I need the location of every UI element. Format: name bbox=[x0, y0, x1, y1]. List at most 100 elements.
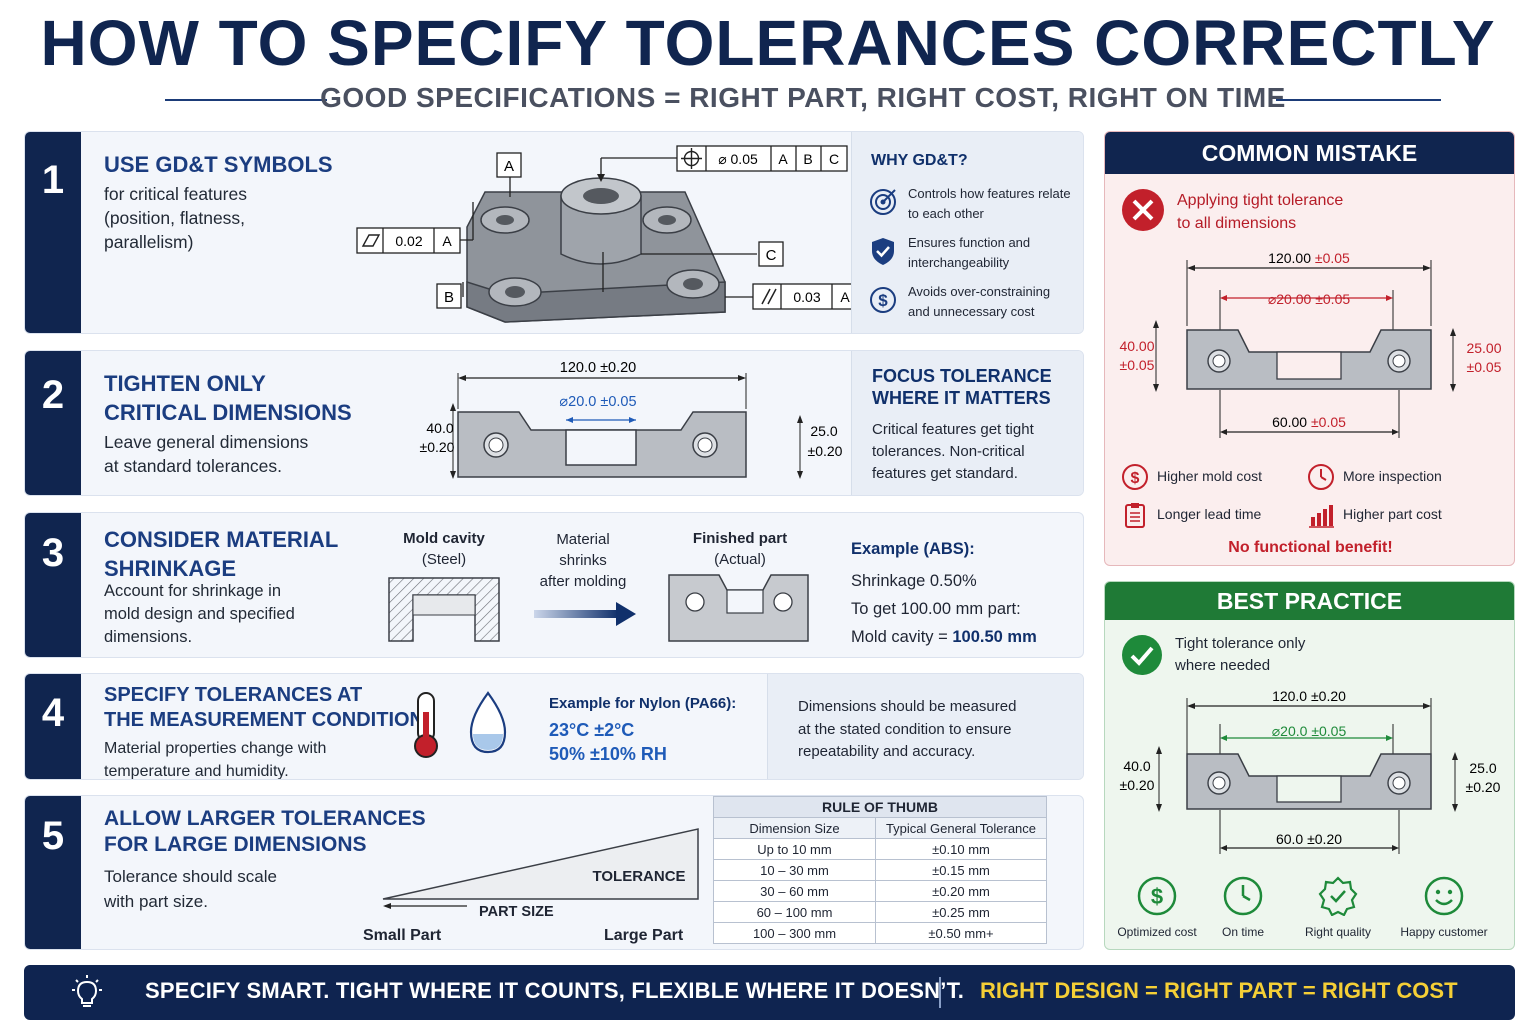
step-number: 1 bbox=[25, 132, 81, 333]
x-circle-icon bbox=[1122, 189, 1164, 231]
mistake-statement-line: to all dimensions bbox=[1177, 215, 1297, 232]
consequence-item: More inspection bbox=[1307, 463, 1442, 496]
shrink-label-line: after molding bbox=[539, 573, 627, 590]
step-text-line: mold design and specified bbox=[104, 605, 295, 623]
bore bbox=[583, 188, 619, 204]
subtitle-rule-left bbox=[165, 99, 327, 101]
step-heading: CONSIDER MATERIAL SHRINKAGE bbox=[104, 525, 338, 583]
table-cell: 10 – 30 mm bbox=[713, 859, 876, 881]
flatness-icon bbox=[361, 234, 381, 247]
width-dim-tol: ±0.05 bbox=[1315, 250, 1350, 266]
example-line: Shrinkage 0.50% bbox=[851, 572, 977, 590]
position-value: ⌀ 0.05 bbox=[718, 151, 758, 167]
benefit-label: Right quality bbox=[1304, 925, 1372, 939]
finished-label: Finished part bbox=[692, 530, 788, 547]
svg-text:60.00 ±0.05: 60.00 ±0.05 bbox=[1272, 414, 1346, 430]
focus-text-line: Critical features get tight bbox=[872, 421, 1034, 438]
why-item: Ensures function and interchangeability bbox=[868, 235, 1030, 271]
dollar-icon: $ bbox=[1137, 876, 1177, 916]
why-item-text: Avoids over-constraining bbox=[908, 284, 1051, 299]
best-statement-line: Tight tolerance only bbox=[1175, 635, 1306, 652]
footer-banner: SPECIFY SMART. TIGHT WHERE IT COUNTS, FL… bbox=[24, 965, 1515, 1020]
why-item-text: interchangeability bbox=[908, 255, 1010, 270]
table-cell: ±0.20 mm bbox=[875, 880, 1047, 902]
right-dim-tol: ±0.20 bbox=[808, 443, 843, 459]
svg-text:$: $ bbox=[1131, 470, 1140, 487]
step-heading-line: THE MEASUREMENT CONDITION bbox=[104, 709, 424, 731]
table-row: 60 – 100 mm±0.25 mm bbox=[713, 901, 1047, 923]
step-number: 4 bbox=[25, 674, 81, 779]
table-row: 10 – 30 mm±0.15 mm bbox=[713, 859, 1047, 881]
step-text-line: for critical features bbox=[104, 184, 247, 204]
focus-text-line: features get standard. bbox=[872, 465, 1018, 482]
hole bbox=[496, 215, 514, 225]
best-practice-card: BEST PRACTICE Tight tolerance only where… bbox=[1104, 581, 1515, 950]
datum-c-box bbox=[758, 241, 784, 267]
step-text-line: Leave general dimensions bbox=[104, 432, 309, 452]
why-item: Controls how features relate to each oth… bbox=[868, 186, 1071, 222]
mistake-statement-line: Applying tight tolerance bbox=[1177, 192, 1344, 209]
mold-cavity bbox=[412, 594, 476, 616]
step-text-line: dimensions. bbox=[104, 628, 193, 646]
condition-temp: 23°C ±2°C bbox=[549, 720, 635, 740]
datum-b-box bbox=[436, 283, 462, 309]
page-title: HOW TO SPECIFY TOLERANCES CORRECTLY bbox=[40, 7, 1496, 79]
step-text-line: with part size. bbox=[104, 892, 208, 911]
subtitle-row: GOOD SPECIFICATIONS = RIGHT PART, RIGHT … bbox=[165, 82, 1441, 118]
flatness-value: 0.02 bbox=[395, 233, 422, 249]
finished-part-drawing bbox=[668, 574, 809, 642]
example-line: To get 100.00 mm part: bbox=[851, 600, 1021, 618]
left-dim-value: 40.00 bbox=[1119, 338, 1154, 354]
wedge-tolerance-label: TOLERANCE bbox=[592, 868, 685, 885]
footer-tagline: RIGHT DESIGN = RIGHT PART = RIGHT COST bbox=[980, 978, 1458, 1003]
shrink-label-line: Material bbox=[556, 531, 610, 548]
width-dim: 120.0 ±0.20 bbox=[1272, 688, 1346, 704]
arrowhead bbox=[597, 174, 605, 182]
hole-dim: ⌀20.0 ±0.05 bbox=[1272, 723, 1347, 739]
note-line: Dimensions should be measured bbox=[798, 698, 1017, 715]
tight-tolerance-drawing: 120.00 ±0.05 ⌀20.00 ±0.05 40.00 ±0.05 25… bbox=[1119, 250, 1502, 438]
why-item-text: to each other bbox=[908, 206, 984, 221]
consequence-item: Higher part cost bbox=[1307, 501, 1442, 534]
consequence-label: More inspection bbox=[1343, 468, 1442, 484]
consequence-item: $ Higher mold cost bbox=[1121, 463, 1262, 496]
why-gdt-title: WHY GD&T? bbox=[871, 152, 968, 169]
why-item-text: and unnecessary cost bbox=[908, 304, 1035, 319]
right-dim-tol: ±0.05 bbox=[1467, 359, 1502, 375]
consequence-label: Higher mold cost bbox=[1157, 468, 1263, 484]
svg-text:$: $ bbox=[878, 291, 888, 310]
step-text: for critical features (position, flatnes… bbox=[104, 182, 247, 254]
position-control-frame bbox=[676, 145, 848, 172]
focus-title-line: FOCUS TOLERANCE bbox=[872, 366, 1052, 386]
step-text-line: Material properties change with bbox=[104, 740, 327, 757]
measurement-note-panel: Dimensions should be measured at the sta… bbox=[767, 674, 1083, 779]
lightbulb-icon bbox=[72, 975, 102, 1007]
large-part-label: Large Part bbox=[604, 927, 684, 944]
mold-label: Mold cavity bbox=[403, 530, 485, 547]
step-text-line: at standard tolerances. bbox=[104, 456, 283, 476]
flatness-control-frame bbox=[356, 227, 461, 254]
step-number: 2 bbox=[25, 351, 81, 495]
shrink-arrow-label: Material shrinks after molding bbox=[523, 529, 643, 592]
left-dim-value: 40.0 bbox=[426, 420, 453, 436]
step-heading: ALLOW LARGER TOLERANCES FOR LARGE DIMENS… bbox=[104, 806, 426, 858]
condition-example-title: Example for Nylon (PA66): bbox=[549, 695, 737, 712]
step-text: Tolerance should scale with part size. bbox=[104, 864, 277, 914]
focus-text: Critical features get tight tolerances. … bbox=[872, 419, 1034, 485]
parallelism-ref: A bbox=[840, 289, 850, 305]
center-slot bbox=[565, 429, 637, 466]
step-text-line: temperature and humidity. bbox=[104, 763, 289, 780]
step-2-card: 2 TIGHTEN ONLY CRITICAL DIMENSIONS Leave… bbox=[24, 350, 1084, 496]
check-circle-icon bbox=[1122, 635, 1162, 675]
clock-icon bbox=[1308, 464, 1334, 490]
why-item-text: Ensures function and bbox=[908, 235, 1031, 250]
finished-sublabel: (Actual) bbox=[714, 551, 766, 568]
svg-text:$: $ bbox=[1151, 884, 1163, 909]
step-1-card: 1 USE GD&T SYMBOLS for critical features… bbox=[24, 131, 1084, 334]
step-heading-line: FOR LARGE DIMENSIONS bbox=[104, 833, 367, 856]
step-text: Leave general dimensions at standard tol… bbox=[104, 430, 308, 478]
hole-dim-value: ⌀20.00 bbox=[1268, 291, 1312, 307]
table-cell: 100 – 300 mm bbox=[713, 922, 876, 944]
clipboard-icon bbox=[1125, 503, 1145, 528]
step-number: 3 bbox=[25, 513, 81, 657]
